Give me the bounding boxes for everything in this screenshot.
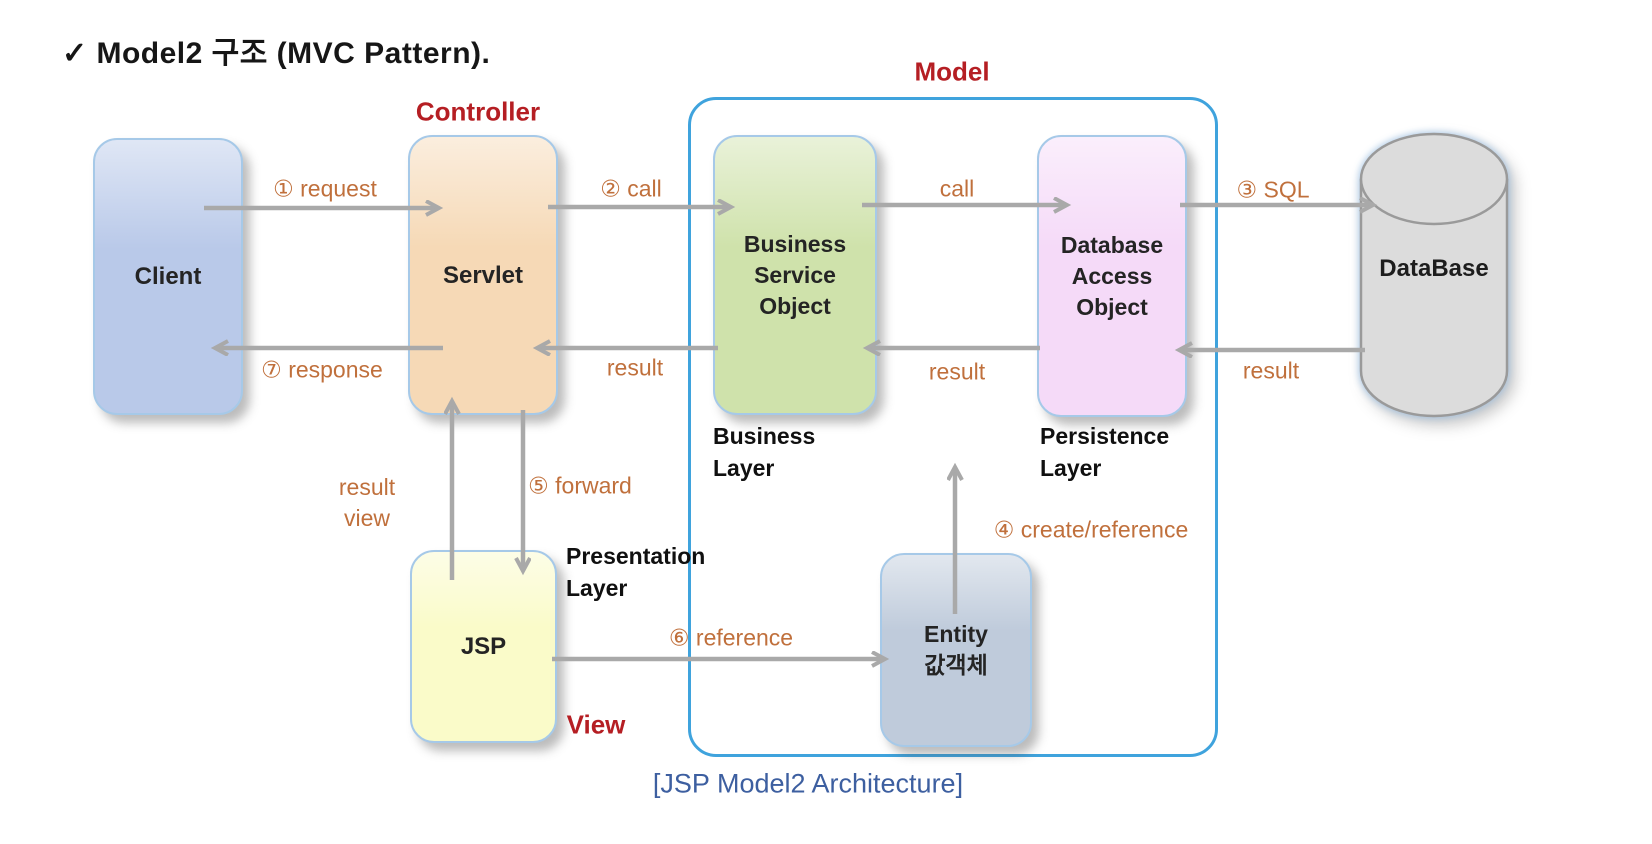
view-label: View xyxy=(566,709,626,740)
controller-label: Controller xyxy=(415,96,541,127)
create-reference-label: ④ create/reference xyxy=(993,516,1189,543)
database-label: DataBase xyxy=(1379,255,1489,282)
reference-label: ⑥ reference xyxy=(668,624,794,651)
business-service-object-label: Business Service Object xyxy=(743,230,847,319)
call-servlet-bso-label: ② call xyxy=(600,175,662,202)
node-entity: Entity 값객체 xyxy=(880,553,1032,747)
persistence-layer-label: Persistence Layer xyxy=(1040,423,1170,481)
forward-label: ⑤ forward xyxy=(528,472,632,499)
node-servlet: Servlet xyxy=(408,135,558,415)
node-business-service-object: Business Service Object xyxy=(713,135,877,415)
presentation-layer-label: Presentation Layer xyxy=(566,543,706,601)
result-dao-bso-label: result xyxy=(928,358,986,385)
jsp-label: JSP xyxy=(460,633,507,660)
sql-label: ③ SQL xyxy=(1236,176,1310,203)
entity-label: Entity 값객체 xyxy=(924,621,988,678)
figure-caption: [JSP Model2 Architecture] xyxy=(652,768,964,799)
database-cylinder-icon xyxy=(1359,132,1509,418)
node-database: DataBase xyxy=(1358,131,1510,421)
servlet-label: Servlet xyxy=(442,261,524,289)
result-view-label: result view xyxy=(338,474,396,531)
request-label: ① request xyxy=(273,175,377,202)
node-database-access-object: Database Access Object xyxy=(1037,135,1187,417)
node-client: Client xyxy=(93,138,243,415)
call-bso-dao-label: call xyxy=(939,175,975,202)
database-access-object-label: Database Access Object xyxy=(1060,231,1164,320)
result-db-dao-label: result xyxy=(1242,357,1300,384)
client-label: Client xyxy=(134,263,202,290)
model-boundary-frame xyxy=(688,97,1218,757)
model-label: Model xyxy=(914,56,990,87)
business-layer-label: Business Layer xyxy=(713,423,816,481)
response-label: ⑦ response xyxy=(261,356,383,383)
page-title: ✓ Model2 구조 (MVC Pattern). xyxy=(62,37,491,70)
result-bso-servlet-label: result xyxy=(606,354,664,381)
node-jsp: JSP xyxy=(410,550,557,743)
